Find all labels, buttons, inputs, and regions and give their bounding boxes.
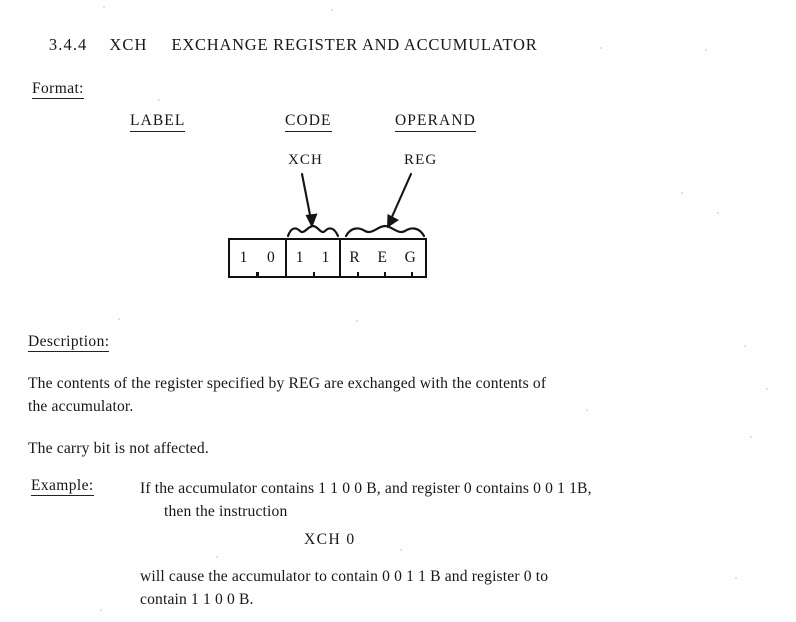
format-value-operand: REG xyxy=(404,152,438,168)
bit-group-opcode-high: 1 0 xyxy=(230,240,285,278)
example-line-2: then the instruction xyxy=(164,503,288,520)
example-line-1: If the accumulator contains 1 1 0 0 B, a… xyxy=(140,480,592,497)
bit-tick xyxy=(383,272,387,278)
example-line-4: contain 1 1 0 0 B. xyxy=(140,591,254,608)
example-code: XCH 0 xyxy=(304,531,356,548)
scan-speckle xyxy=(356,320,358,322)
section-number: 3.4.4 xyxy=(48,35,88,54)
brace-operand-field xyxy=(344,224,426,238)
bit-cell: 1 xyxy=(321,249,330,267)
column-header-code: CODE xyxy=(285,112,332,132)
scan-speckle xyxy=(681,192,683,194)
bit-cell: 0 xyxy=(267,249,276,267)
instruction-title: EXCHANGE REGISTER AND ACCUMULATOR xyxy=(171,35,538,54)
instruction-word-diagram: 1 0 1 1 R E G xyxy=(228,238,427,278)
scan-speckle xyxy=(216,556,218,558)
bit-group-opcode-low: 1 1 xyxy=(284,240,339,278)
scan-speckle xyxy=(331,9,333,11)
bit-cell: R xyxy=(349,249,361,267)
bit-cell: E xyxy=(377,249,388,267)
brace-opcode-field xyxy=(286,224,340,238)
bit-cell: 1 xyxy=(295,249,304,267)
scan-speckle xyxy=(744,345,746,347)
page-title: 3.4.4 XCH EXCHANGE REGISTER AND ACCUMULATO… xyxy=(30,15,537,75)
scan-speckle xyxy=(717,212,719,214)
scan-speckle xyxy=(586,409,588,411)
example-line-3: will cause the accumulator to contain 0 … xyxy=(140,568,549,585)
scan-speckle xyxy=(100,609,102,611)
bit-cell: 1 xyxy=(239,249,248,267)
scan-speckle xyxy=(750,436,752,438)
scan-speckle xyxy=(400,549,402,551)
description-line-3: The carry bit is not affected. xyxy=(28,440,209,457)
bit-tick xyxy=(312,272,316,278)
scan-speckle xyxy=(103,6,105,8)
format-heading: Format: xyxy=(32,80,84,99)
description-heading: Description: xyxy=(28,333,110,352)
bit-group-operand: R E G xyxy=(338,240,425,278)
bit-tick xyxy=(410,272,414,278)
bit-cell: G xyxy=(404,249,417,267)
column-header-operand: OPERAND xyxy=(395,112,476,132)
scan-speckle xyxy=(118,318,120,320)
format-value-code: XCH xyxy=(288,152,323,168)
scan-speckle xyxy=(158,99,160,101)
scan-speckle xyxy=(766,388,768,390)
description-line-1: The contents of the register specified b… xyxy=(28,375,547,392)
scan-speckle xyxy=(705,49,707,51)
scan-speckle xyxy=(735,577,737,579)
bit-tick xyxy=(256,272,259,278)
column-header-label: LABEL xyxy=(130,112,186,132)
arrow-code-to-opcode xyxy=(300,172,318,228)
description-line-2: the accumulator. xyxy=(28,398,134,415)
bit-tick xyxy=(356,272,360,278)
instruction-mnemonic: XCH xyxy=(109,35,148,54)
arrow-operand-to-regfield xyxy=(387,172,413,228)
example-heading: Example: xyxy=(31,477,94,496)
scan-speckle xyxy=(600,47,602,49)
